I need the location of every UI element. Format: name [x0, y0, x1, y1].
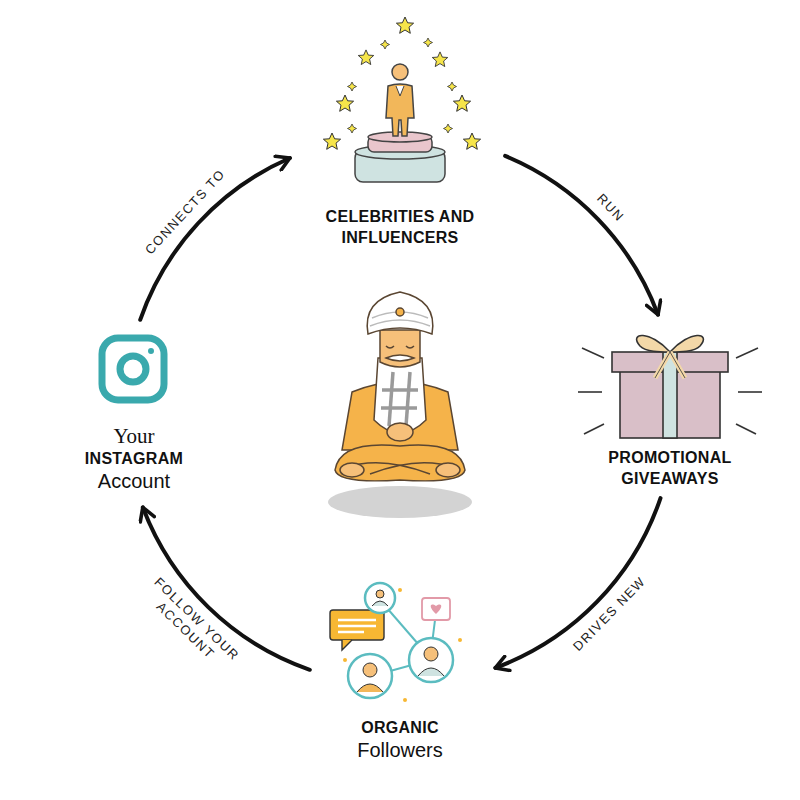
- node-label: ORGANIC: [361, 717, 439, 738]
- node-label: CELEBRITIES AND INFLUENCERS: [315, 206, 485, 248]
- station-node: YourINSTAGRAMAccount: [64, 325, 204, 497]
- edge-label: RUN: [591, 188, 629, 227]
- edge-label: DRIVES NEW: [568, 571, 652, 656]
- gift-icon: [578, 335, 762, 438]
- celebrity-icon: [323, 17, 480, 182]
- instagram-logo: [102, 338, 164, 400]
- station-node: PROMOTIONAL GIVEAWAYS: [572, 325, 768, 493]
- node-label: Followers: [357, 738, 443, 762]
- station-node: ORGANICFollowers: [315, 572, 485, 766]
- node-label: Your: [113, 424, 154, 448]
- cycle-arrow: [495, 498, 660, 668]
- node-label: INSTAGRAM: [85, 448, 183, 469]
- guru-illustration: [328, 292, 472, 518]
- node-label: PROMOTIONAL GIVEAWAYS: [595, 447, 745, 489]
- station-node: CELEBRITIES AND INFLUENCERS: [300, 8, 500, 252]
- cycle-arrow: [140, 158, 290, 320]
- network-icon: [330, 583, 462, 702]
- edge-label: CONNECTS TO: [140, 163, 231, 259]
- cycle-arrow: [505, 156, 658, 315]
- edge-label: FOLLOW YOUR ACCOUNT: [127, 563, 254, 688]
- node-label: Account: [98, 469, 170, 493]
